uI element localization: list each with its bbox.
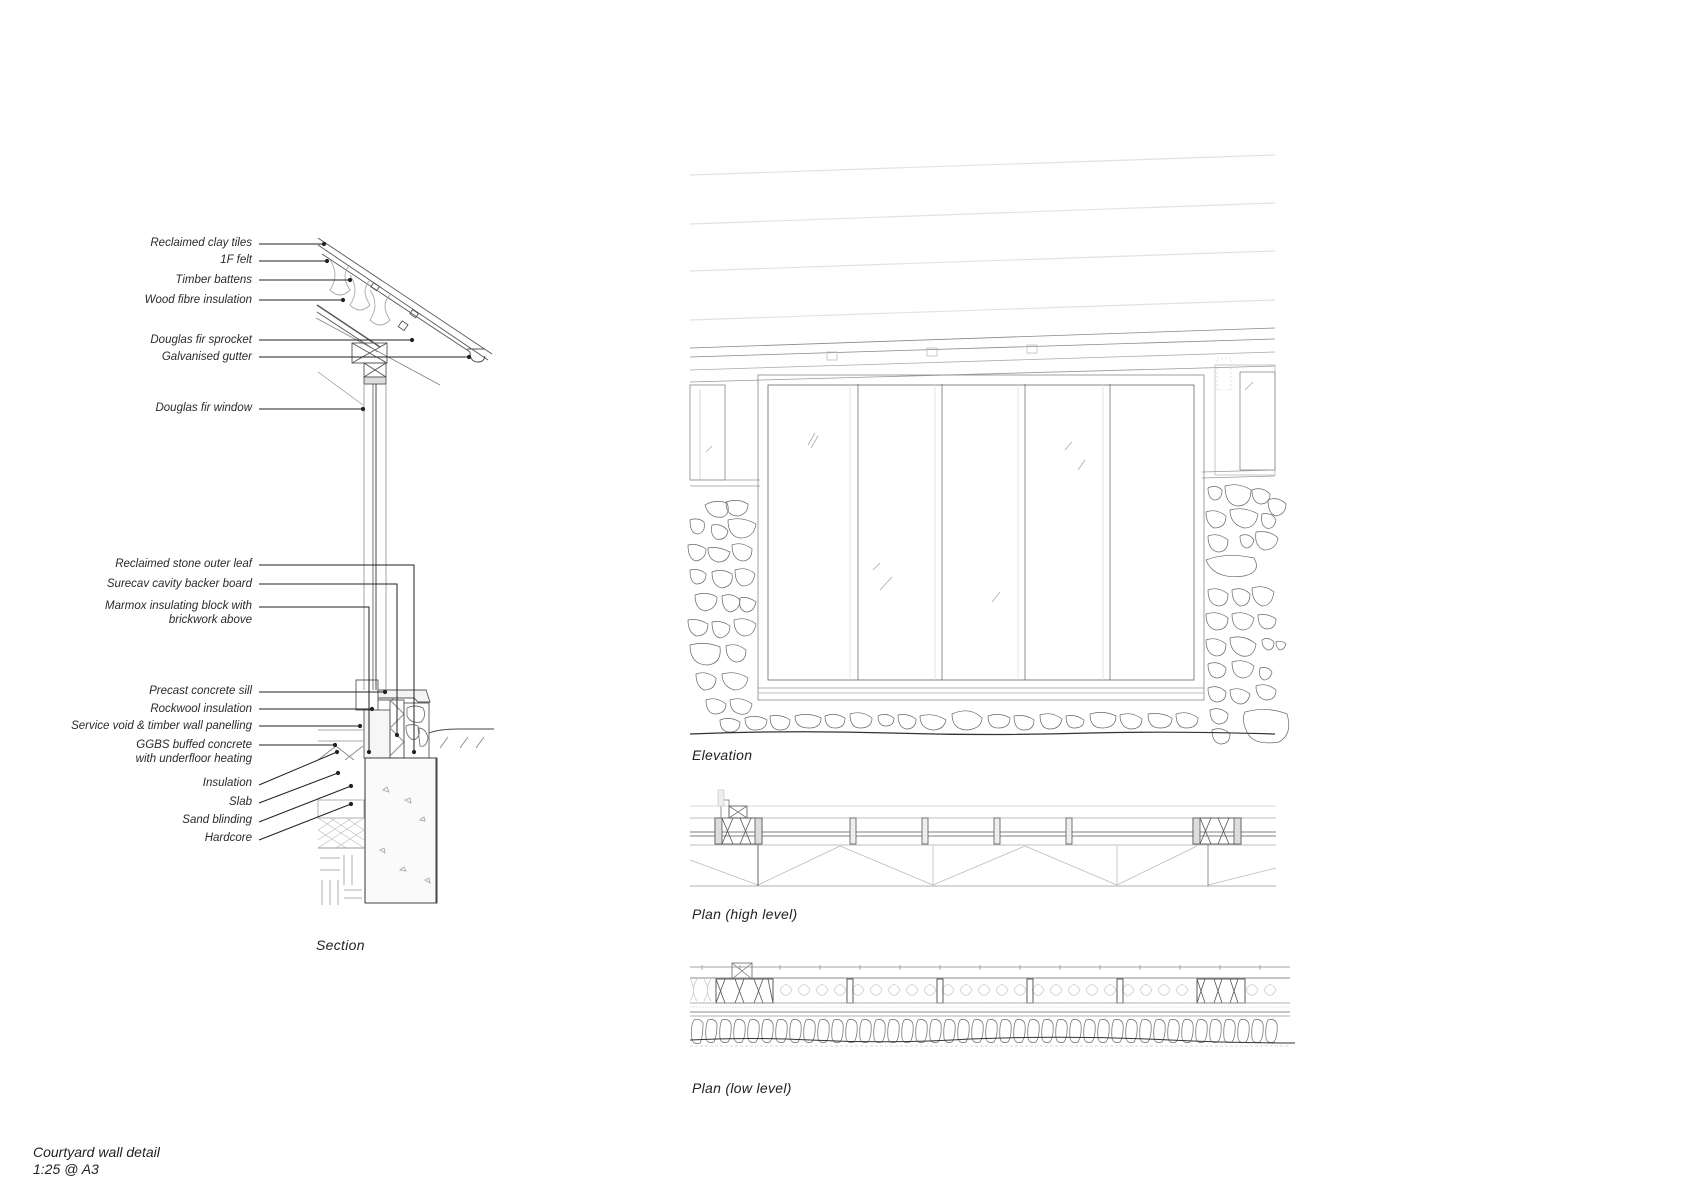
section-drawing: [315, 237, 494, 905]
label-wood-fibre-insulation: Wood fibre insulation: [144, 294, 252, 306]
plan-low-level-caption: Plan (low level): [692, 1080, 792, 1096]
sheet-title: Courtyard wall detail: [33, 1144, 160, 1160]
label-douglas-fir-sprocket: Douglas fir sprocket: [150, 334, 252, 346]
label-marmox-insulating-block-line2: brickwork above: [168, 614, 252, 626]
elevation-caption: Elevation: [692, 747, 753, 763]
elevation-drawing: [687, 154, 1290, 745]
label-rockwool-insulation: Rockwool insulation: [150, 703, 252, 715]
label-ggbs-buffed-concrete: GGBS buffed concrete: [136, 739, 252, 751]
label-reclaimed-stone-outer-leaf: Reclaimed stone outer leaf: [115, 558, 252, 570]
label-surecav-cavity-backer-board: Surecav cavity backer board: [106, 578, 252, 590]
label-galvanised-gutter: Galvanised gutter: [161, 351, 252, 363]
label-sand-blinding: Sand blinding: [182, 814, 252, 826]
label-service-void-timber-panelling: Service void & timber wall panelling: [71, 720, 252, 732]
label-hardcore: Hardcore: [204, 832, 252, 844]
plan-high-level-caption: Plan (high level): [692, 906, 798, 922]
title-block: Courtyard wall detail 1:25 @ A3: [33, 1144, 160, 1178]
label-precast-concrete-sill: Precast concrete sill: [149, 685, 252, 697]
plan-low-level-drawing: [689, 962, 1296, 1047]
sheet-scale: 1:25 @ A3: [33, 1161, 99, 1177]
section-caption: Section: [316, 937, 365, 953]
plan-high-level-drawing: [689, 789, 1277, 887]
label-insulation: Insulation: [202, 777, 252, 789]
section-leader-lines: [258, 241, 472, 841]
label-douglas-fir-window: Douglas fir window: [155, 402, 252, 414]
label-timber-battens: Timber battens: [175, 274, 252, 286]
label-reclaimed-clay-tiles: Reclaimed clay tiles: [150, 237, 252, 249]
label-marmox-insulating-block: Marmox insulating block with: [104, 600, 252, 612]
label-1f-felt: 1F felt: [220, 254, 252, 266]
label-slab: Slab: [228, 796, 252, 808]
label-ggbs-buffed-concrete-line2: with underfloor heating: [135, 753, 252, 765]
